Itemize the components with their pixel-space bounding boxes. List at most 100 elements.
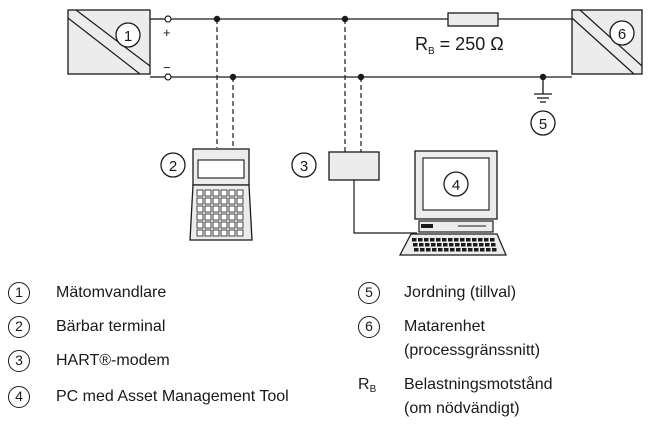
keypad-key: [220, 229, 228, 237]
keypad-key: [220, 205, 228, 213]
keypad-key: [228, 205, 236, 213]
pc-key: [466, 238, 471, 242]
pc-key: [438, 248, 443, 252]
pc-key: [414, 248, 419, 252]
keypad-key: [228, 229, 236, 237]
legend-text-3: HART®-modem: [56, 352, 170, 369]
legend-text-rb-a: Belastningsmotstånd: [404, 376, 553, 393]
pc-key: [455, 243, 460, 247]
pc-computer: [399, 150, 507, 256]
pc-key: [437, 243, 442, 247]
pc-key: [474, 248, 479, 252]
keypad-key: [196, 189, 204, 197]
keypad-key: [220, 213, 228, 221]
pc-key: [425, 243, 430, 247]
keypad-key: [204, 229, 212, 237]
callout-1: 1: [115, 22, 141, 48]
legend-text-1: Mätomvandlare: [56, 284, 167, 301]
pc-keyboard-keys: [412, 238, 497, 252]
keypad-key: [236, 197, 244, 205]
keypad-key: [228, 189, 236, 197]
keypad-key: [196, 197, 204, 205]
pc-key: [456, 248, 461, 252]
handheld-leads: [216, 19, 234, 148]
legend-callout-1: 1: [8, 282, 30, 304]
handheld-terminal: [189, 148, 253, 241]
keypad-key: [212, 197, 220, 205]
svg-text:5: 5: [539, 116, 547, 133]
pc-key: [431, 243, 436, 247]
supply-unit-box: [571, 9, 643, 75]
keypad-key: [204, 197, 212, 205]
pc-key: [419, 243, 424, 247]
keypad-key: [204, 221, 212, 229]
ground-symbol: [534, 77, 552, 103]
keypad-key: [236, 189, 244, 197]
terminal-plus-label: +: [163, 25, 171, 40]
pc-key: [444, 248, 449, 252]
legend-text-rb-b: (om nödvändigt): [404, 400, 520, 417]
pc-key: [480, 248, 485, 252]
pc-key: [450, 248, 455, 252]
svg-text:1: 1: [124, 28, 132, 45]
pc-key: [443, 243, 448, 247]
pc-key: [426, 248, 431, 252]
callout-3: 3: [291, 152, 317, 178]
pc-key: [412, 238, 417, 242]
keypad-key: [228, 197, 236, 205]
keypad-key: [228, 213, 236, 221]
svg-text:4: 4: [452, 177, 460, 194]
keypad-key: [220, 189, 228, 197]
keypad-key: [228, 221, 236, 229]
keypad-key: [236, 213, 244, 221]
keypad-key: [236, 205, 244, 213]
pc-key: [454, 238, 459, 242]
keypad-key: [212, 189, 220, 197]
legend-text-6b: (processgränssnitt): [404, 342, 541, 359]
keypad-key: [212, 221, 220, 229]
legend-callout-3: 3: [8, 350, 30, 372]
pc-key: [413, 243, 418, 247]
pc-key: [449, 243, 454, 247]
hart-modem: [328, 151, 380, 181]
pc-key: [478, 238, 483, 242]
keypad-key: [196, 213, 204, 221]
pc-key: [460, 238, 465, 242]
keypad: [196, 189, 244, 237]
pc-key: [485, 243, 490, 247]
keypad-key: [196, 221, 204, 229]
legend-callout-6: 6: [358, 316, 380, 338]
pc-key: [424, 238, 429, 242]
pc-key: [486, 248, 491, 252]
keypad-key: [204, 205, 212, 213]
modem-pc-cable: [353, 180, 417, 234]
keypad-key: [220, 221, 228, 229]
svg-text:6: 6: [618, 26, 626, 43]
wiring-diagram: + − RB= 250 Ω 1 2 3 4 5 6: [67, 9, 643, 256]
keypad-key: [212, 205, 220, 213]
callout-4: 4: [443, 171, 469, 197]
legend-text-2: Bärbar terminal: [56, 318, 166, 335]
svg-text:2: 2: [169, 158, 177, 175]
pc-key: [468, 248, 473, 252]
legend-rb-symbol: RB: [358, 376, 377, 395]
keypad-key: [212, 213, 220, 221]
pc-key: [448, 238, 453, 242]
keypad-key: [196, 205, 204, 213]
keypad-key: [204, 213, 212, 221]
pc-key: [491, 243, 496, 247]
terminal-minus-label: −: [163, 60, 171, 75]
pc-key: [430, 238, 435, 242]
svg-text:3: 3: [300, 158, 308, 175]
pc-key: [479, 243, 484, 247]
keypad-key: [220, 197, 228, 205]
pc-key: [467, 243, 472, 247]
pc-key: [492, 248, 497, 252]
keypad-key: [196, 229, 204, 237]
pc-key: [432, 248, 437, 252]
pc-key: [462, 248, 467, 252]
resistor-rb: [447, 12, 499, 27]
pc-key: [473, 243, 478, 247]
legend-text-5: Jordning (tillval): [404, 284, 517, 301]
keypad-key: [236, 221, 244, 229]
